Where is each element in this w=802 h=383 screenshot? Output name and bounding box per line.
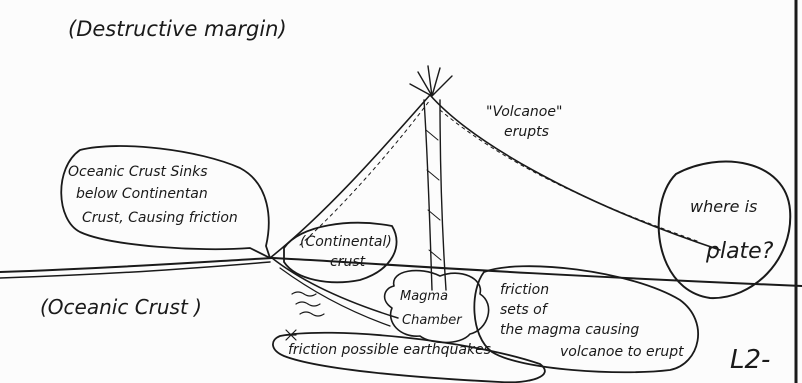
friction-earthquakes-label: friction possible earthquakes xyxy=(288,342,491,358)
where-is-plate-label-line-2: plate? xyxy=(705,239,774,264)
magma-chamber-shape xyxy=(385,271,489,343)
volcano-erupts-label-line-1: "Volcanoe" xyxy=(486,104,562,120)
continental-crust-label-line-1: (Continental) xyxy=(300,234,392,250)
where-is-plate-label-line-1: where is xyxy=(690,197,757,216)
magma-chamber-label-line-1: Magma xyxy=(400,289,448,304)
oceanic-crust-sinks-label-line-3: Crust, Causing friction xyxy=(82,210,238,226)
oceanic-crust-sinks-label-line-1: Oceanic Crust Sinks xyxy=(68,164,208,180)
continental-crust-label-line-2: crust xyxy=(330,254,366,270)
friction-sets-label-line-3: the magma causing xyxy=(500,322,639,338)
oceanic-crust-label: (Oceanic Crust ) xyxy=(40,295,202,319)
oceanic-crust-sinks-bubble xyxy=(61,146,270,258)
friction-sets-label-line-4: volcanoe to erupt xyxy=(560,344,684,360)
friction-sets-label-line-1: friction xyxy=(500,282,549,298)
eruption-burst-icon xyxy=(410,66,452,96)
magma-chamber-label-line-2: Chamber xyxy=(402,313,463,328)
earthquake-star-icon xyxy=(286,330,296,340)
where-is-plate-circle xyxy=(659,162,791,299)
volcano-shading-right xyxy=(440,110,700,242)
subducting-plate-lower-line xyxy=(280,268,390,326)
friction-wave-marks xyxy=(292,292,324,316)
volcano-erupts-label-line-2: erupts xyxy=(504,124,549,140)
friction-sets-label-line-2: sets of xyxy=(500,302,549,318)
oceanic-crust-sinks-label-line-2: below Continentan xyxy=(76,186,208,202)
diagram-title: (Destructive margin) xyxy=(68,17,287,41)
vent-left-line xyxy=(424,100,432,290)
vent-right-line xyxy=(440,100,446,290)
page-mark: L2- xyxy=(730,345,770,375)
